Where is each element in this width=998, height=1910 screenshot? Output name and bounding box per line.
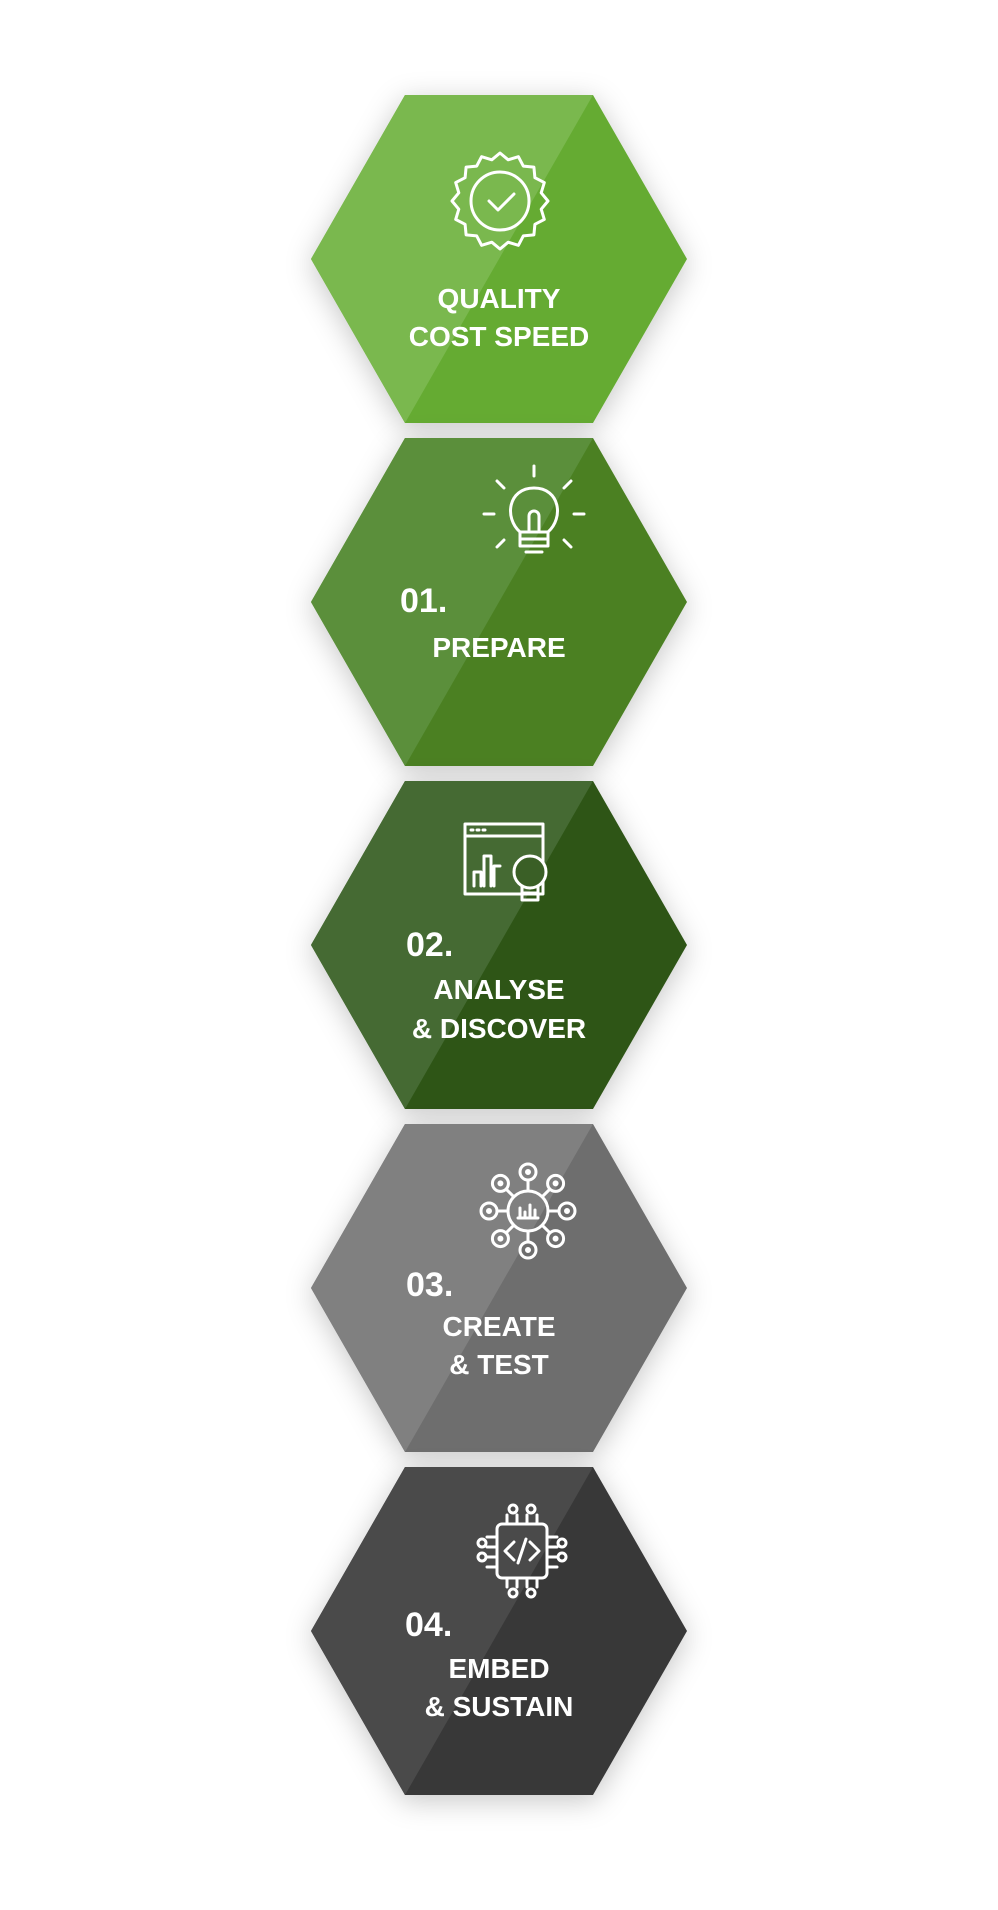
hexagon-highlight — [311, 1124, 593, 1452]
step-label-line: & SUSTAIN — [425, 1691, 574, 1722]
step-number: 01. — [400, 582, 447, 620]
step-label-line: COST SPEED — [409, 321, 589, 352]
chip-code-icon — [476, 1503, 568, 1599]
step-number: 04. — [405, 1606, 452, 1644]
step-label-line: CREATE — [442, 1311, 555, 1342]
hexagon-embed-sustain: 04. EMBED & SUSTAIN — [311, 1467, 687, 1795]
badge-check-icon — [450, 151, 550, 251]
step-label-line: ANALYSE — [433, 974, 564, 1005]
hexagon-highlight — [311, 95, 593, 423]
step-number: 03. — [406, 1266, 453, 1304]
hexagon-create-test: 03. CREATE & TEST — [311, 1124, 687, 1452]
step-label-line: & TEST — [449, 1349, 549, 1380]
hexagon-prepare: 01. PREPARE — [311, 438, 687, 766]
hexagon-highlight — [311, 438, 593, 766]
step-label-line: QUALITY — [438, 283, 561, 314]
hexagon-analyse-discover: 02. ANALYSE & DISCOVER — [311, 781, 687, 1109]
step-label-line: & DISCOVER — [412, 1013, 586, 1044]
hexagon-quality-cost-speed: QUALITY COST SPEED — [311, 95, 687, 423]
step-label-line: PREPARE — [432, 632, 565, 663]
analytics-dashboard-icon — [463, 822, 548, 902]
step-number: 02. — [406, 926, 453, 964]
step-label-line: EMBED — [448, 1653, 549, 1684]
lightbulb-icon — [482, 464, 586, 554]
network-chart-icon — [479, 1162, 577, 1260]
